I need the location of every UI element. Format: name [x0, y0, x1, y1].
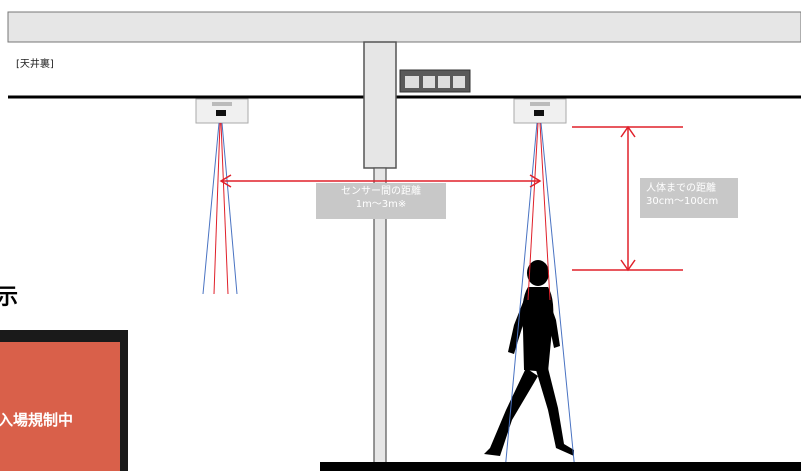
sensor-distance-arrow [219, 174, 542, 188]
ceiling-band [7, 11, 801, 43]
sensor-distance-label-line2: 1m〜3m※ [355, 198, 407, 210]
body-distance-label-line1: 人体までの距離 [646, 183, 716, 194]
body-distance-label-box [640, 178, 738, 218]
sign-text: 入場規制中 [0, 411, 74, 429]
sensor-right [513, 98, 567, 124]
floor-bar [320, 462, 801, 471]
pillar-upper [363, 41, 397, 169]
sensor-left-beam [202, 122, 238, 295]
partial-heading: 示 [0, 285, 19, 310]
sensor-distance-label-box [316, 183, 446, 219]
body-distance-label-line2: 30cm〜100cm [646, 195, 719, 207]
controller-device [399, 69, 471, 93]
ceiling-space-label: [天井裏] [16, 59, 54, 70]
display-sign [0, 330, 128, 471]
body-distance-arrow [572, 125, 683, 272]
person-silhouette [484, 260, 574, 456]
sensor-left [195, 98, 249, 124]
sensor-distance-label-line1: センサー間の距離 [341, 186, 421, 197]
body-distance-label: 人体までの距離 30cm〜100cm [646, 183, 736, 208]
sensor-distance-label: センサー間の距離 1m〜3m※ [316, 186, 446, 211]
